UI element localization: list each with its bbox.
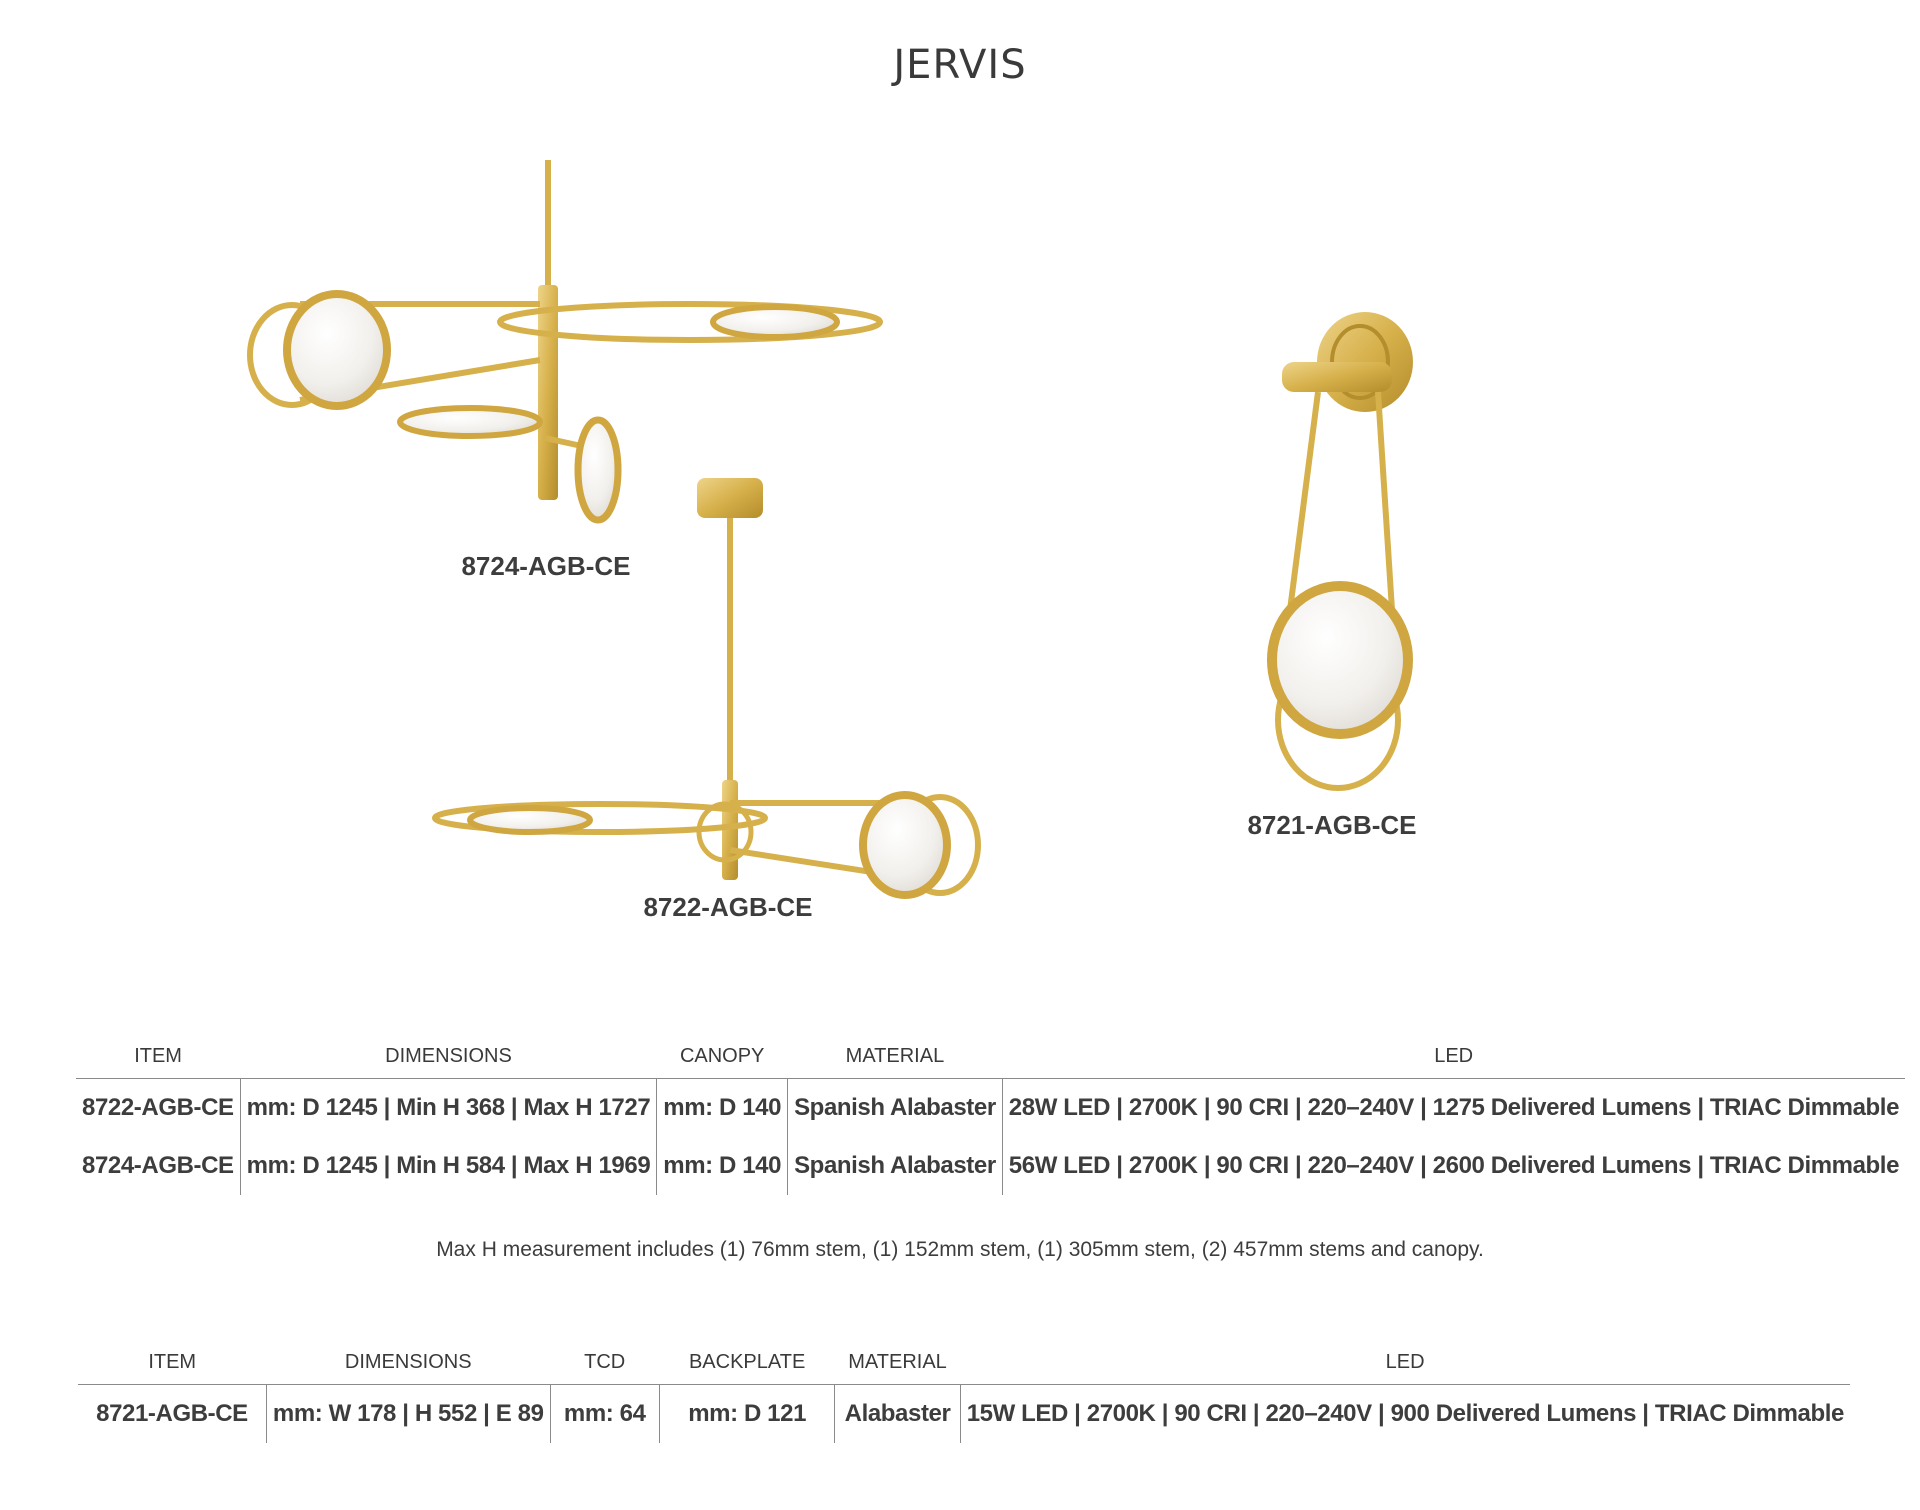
- product-label-8724: 8724-AGB-CE: [461, 551, 631, 581]
- column-header: CANOPY: [656, 1034, 788, 1079]
- column-header: BACKPLATE: [659, 1340, 835, 1385]
- table-cell: mm: D 1245 | Min H 584 | Max H 1969: [239, 1137, 657, 1195]
- table-cell: 15W LED | 2700K | 90 CRI | 220–240V | 90…: [959, 1384, 1850, 1443]
- table-row: 8724-AGB-CE mm: D 1245 | Min H 584 | Max…: [76, 1137, 1906, 1195]
- product-image-8722: [432, 478, 981, 899]
- table-cell: mm: D 121: [658, 1384, 835, 1443]
- pendant-spec-table: ITEM DIMENSIONS CANOPY MATERIAL LED 8722…: [76, 1034, 1906, 1195]
- table-cell: mm: 64: [549, 1384, 660, 1443]
- measurement-note: Max H measurement includes (1) 76mm stem…: [436, 1238, 1484, 1261]
- table-header-row: ITEM DIMENSIONS CANOPY MATERIAL LED: [76, 1034, 1906, 1079]
- product-illustrations: [247, 160, 1413, 899]
- column-header: MATERIAL: [834, 1340, 961, 1385]
- column-header: LED: [960, 1340, 1850, 1385]
- product-label-8722: 8722-AGB-CE: [643, 892, 813, 922]
- table-cell: Alabaster: [834, 1384, 961, 1443]
- sconce-spec-table: ITEM DIMENSIONS TCD BACKPLATE MATERIAL L…: [78, 1340, 1850, 1443]
- table-cell: 8721-AGB-CE: [96, 1400, 248, 1427]
- column-header: DIMENSIONS: [266, 1340, 551, 1385]
- product-label-8721: 8721-AGB-CE: [1247, 810, 1417, 840]
- product-image-8721: [1267, 312, 1413, 791]
- product-image-8724: [247, 160, 883, 524]
- column-header: LED: [1002, 1034, 1906, 1079]
- table-cell: mm: D 1245 | Min H 368 | Max H 1727: [239, 1078, 657, 1137]
- table-cell: Spanish Alabaster: [787, 1137, 1003, 1195]
- table-cell: 8722-AGB-CE: [82, 1094, 234, 1121]
- table-cell: 56W LED | 2700K | 90 CRI | 220–240V | 26…: [1001, 1137, 1906, 1195]
- column-header: ITEM: [76, 1034, 241, 1079]
- table-cell: Spanish Alabaster: [787, 1078, 1003, 1137]
- table-cell: 28W LED | 2700K | 90 CRI | 220–240V | 12…: [1001, 1078, 1906, 1137]
- page-title: JERVIS: [893, 42, 1027, 88]
- table-header-row: ITEM DIMENSIONS TCD BACKPLATE MATERIAL L…: [78, 1340, 1850, 1385]
- column-header: MATERIAL: [787, 1034, 1003, 1079]
- table-cell: 8724-AGB-CE: [82, 1152, 234, 1179]
- table-cell: mm: W 178 | H 552 | E 89: [265, 1384, 551, 1443]
- column-header: TCD: [550, 1340, 660, 1385]
- table-row: 8721-AGB-CE mm: W 178 | H 552 | E 89 mm:…: [78, 1384, 1850, 1443]
- table-cell: mm: D 140: [656, 1078, 788, 1137]
- column-header: DIMENSIONS: [240, 1034, 657, 1079]
- column-header: ITEM: [78, 1340, 267, 1385]
- table-cell: mm: D 140: [656, 1137, 788, 1195]
- table-row: 8722-AGB-CE mm: D 1245 | Min H 368 | Max…: [76, 1078, 1906, 1137]
